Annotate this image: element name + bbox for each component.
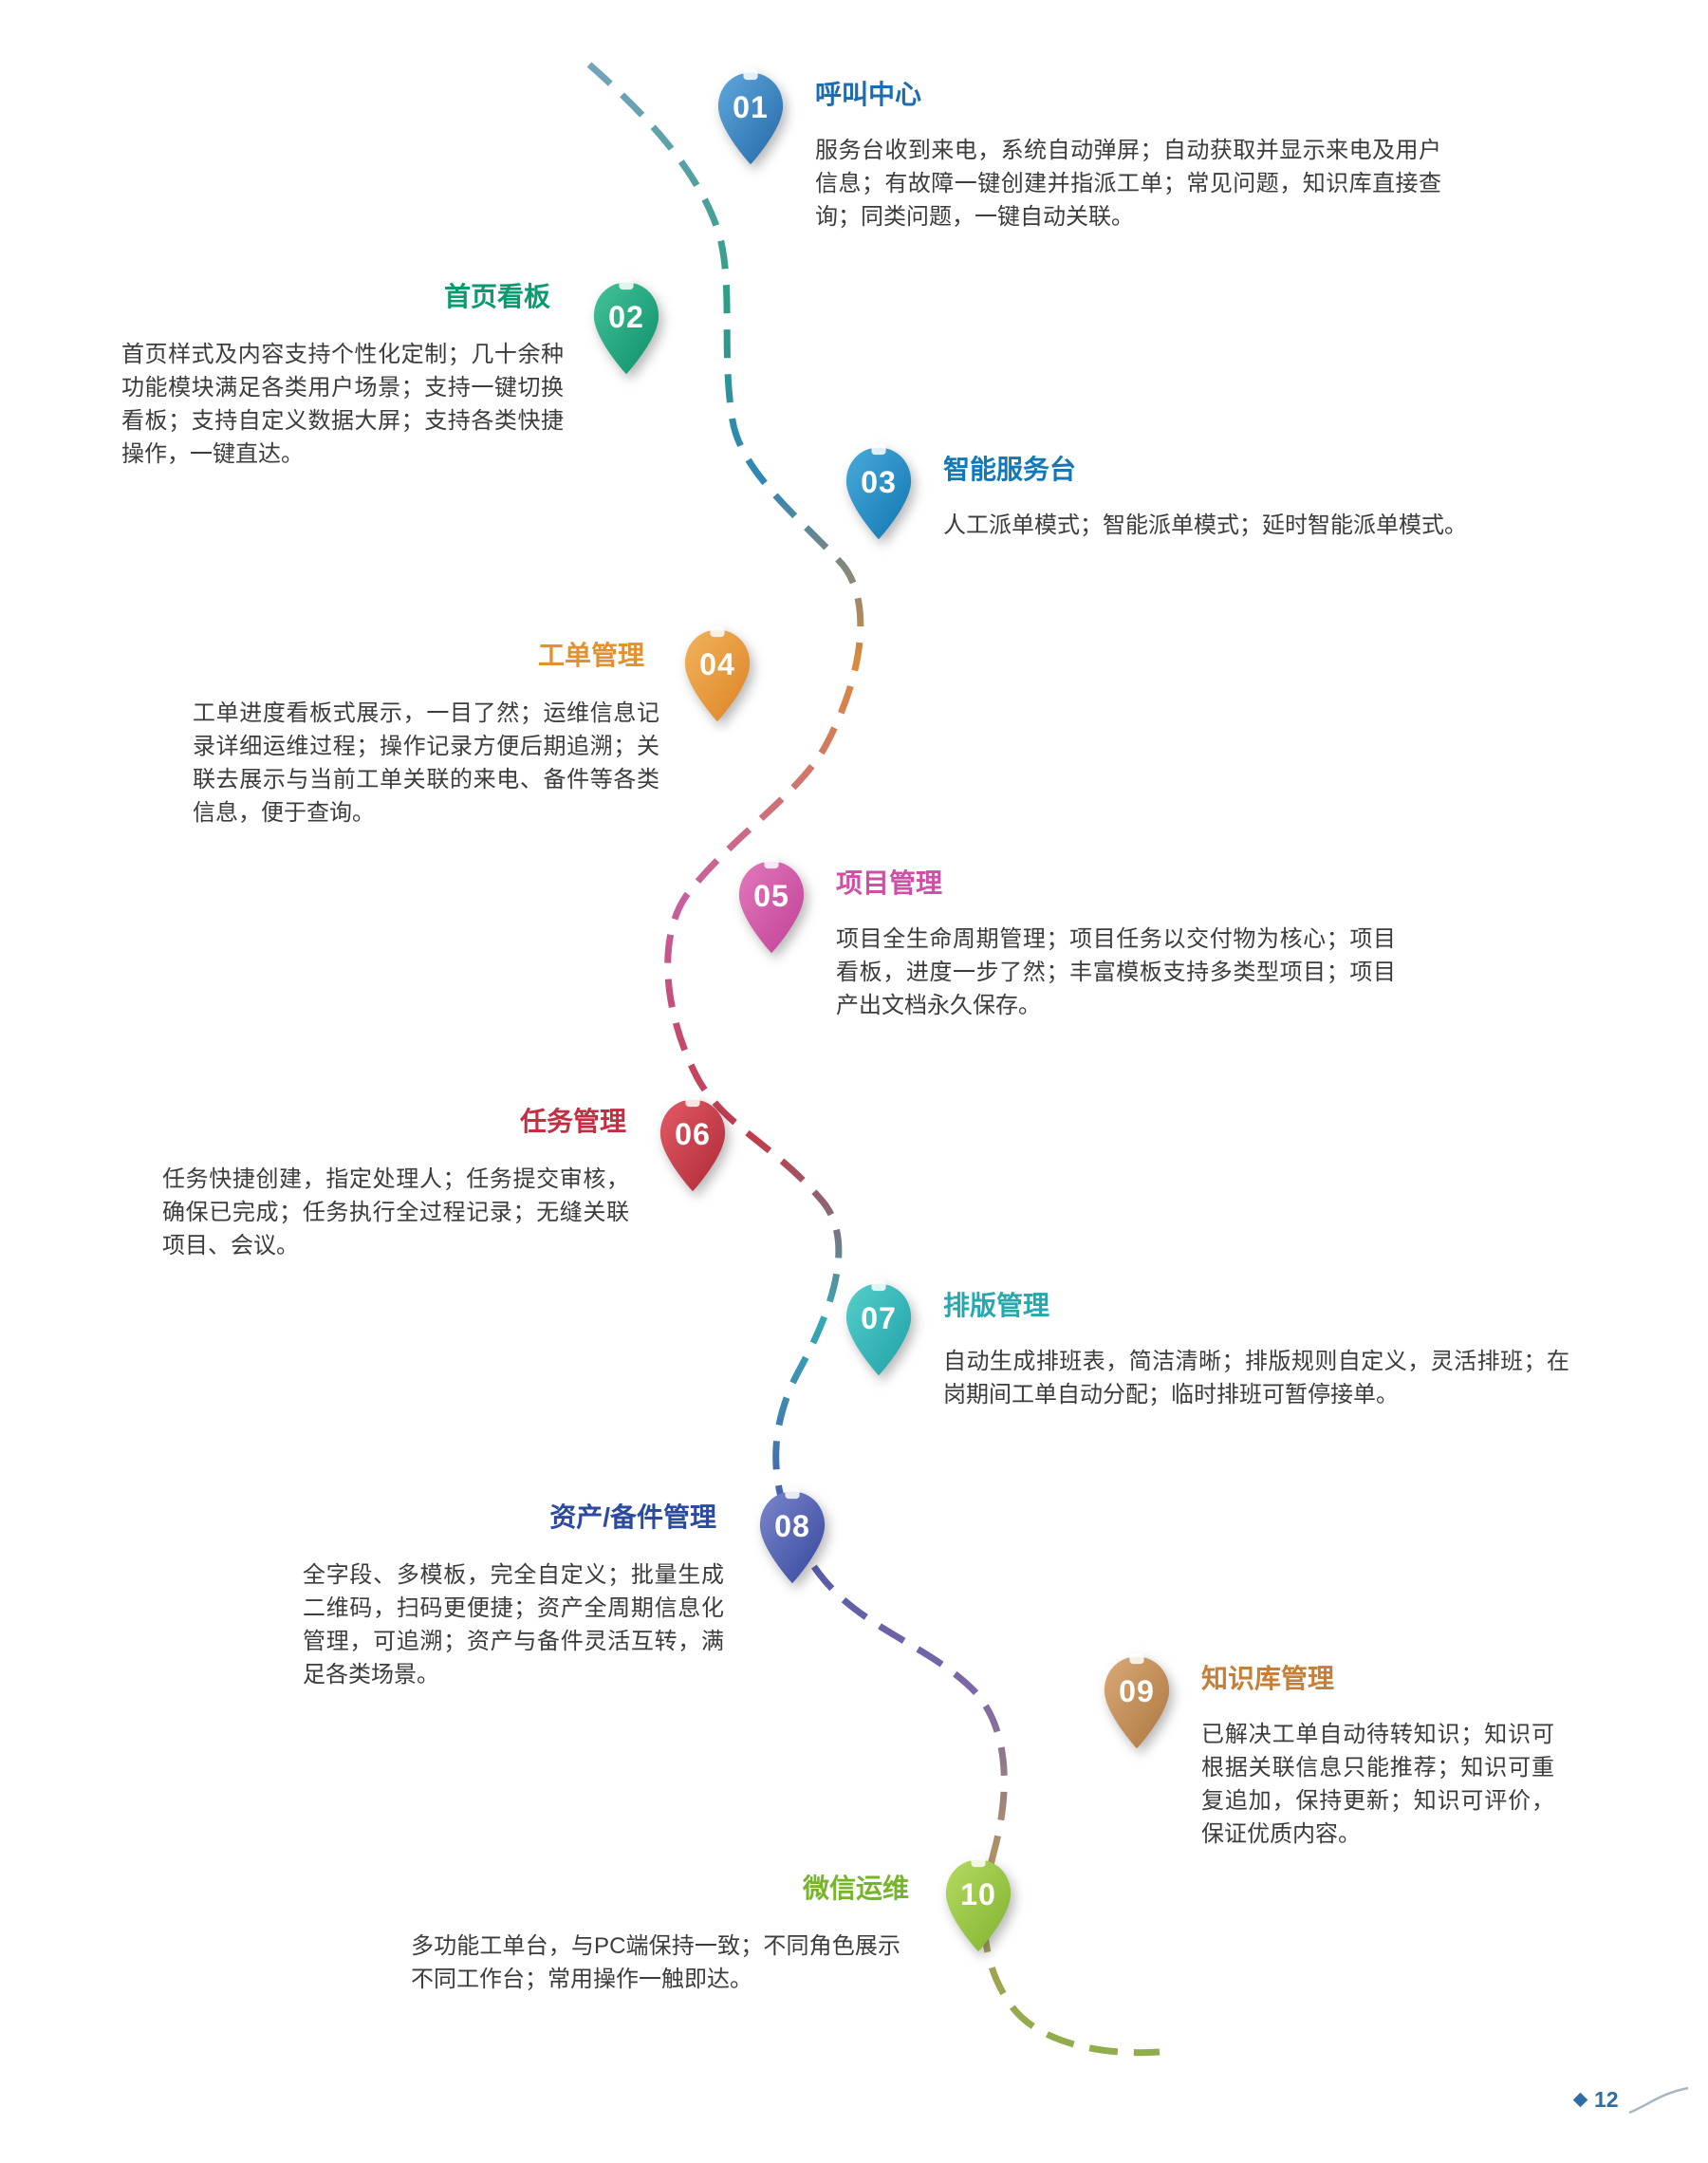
pin-number: 01 bbox=[733, 90, 769, 124]
feature-description: 项目全生命周期管理；项目任务以交付物为核心；项目看板，进度一步了然；丰富模板支持… bbox=[836, 926, 1396, 1018]
feature-description: 已解决工单自动待转知识；知识可根据关联信息只能推荐；知识可重复追加，保持更新；知… bbox=[1201, 1722, 1554, 1847]
feature-title: 微信运维 bbox=[802, 1874, 909, 1903]
pin-number: 07 bbox=[861, 1301, 897, 1335]
pin-number: 09 bbox=[1119, 1674, 1155, 1708]
feature-title: 任务管理 bbox=[519, 1107, 626, 1136]
feature-title: 智能服务台 bbox=[943, 455, 1077, 484]
feature-title: 首页看板 bbox=[443, 282, 550, 311]
feature-description: 工单进度看板式展示，一目了然；运维信息记录详细运维过程；操作记录方便后期追溯；关… bbox=[193, 700, 659, 826]
timeline-item-05: 05 项目管理 项目全生命周期管理；项目任务以交付物为核心；项目看板，进度一步了… bbox=[735, 854, 1396, 1022]
timeline-item-01: 01 呼叫中心 服务台收到来电，系统自动弹屏；自动获取并显示来电及用户信息；有故… bbox=[715, 65, 1441, 233]
pin-06-icon: 06 bbox=[657, 1092, 729, 1195]
timeline-item-08: 08 资产/备件管理 全字段、多模板，完全自定义；批量生成二维码，扫码更便捷；资… bbox=[303, 1487, 826, 1691]
pin-08-icon: 08 bbox=[756, 1484, 828, 1587]
pin-02-icon: 02 bbox=[590, 275, 662, 378]
pin-number: 06 bbox=[675, 1117, 711, 1151]
feature-description: 服务台收到来电，系统自动弹屏；自动获取并显示来电及用户信息；有故障一键创建并指派… bbox=[815, 138, 1441, 230]
pin-09-icon: 09 bbox=[1101, 1650, 1173, 1752]
footer-slash-line bbox=[1628, 2086, 1688, 2115]
feature-description: 自动生成排班表，简洁清晰；排版规则自定义，灵活排班；在岗期间工单自动分配；临时排… bbox=[943, 1349, 1569, 1408]
pin-number: 10 bbox=[960, 1877, 996, 1911]
feature-title: 工单管理 bbox=[537, 641, 644, 670]
timeline-item-04: 04 工单管理 工单进度看板式展示，一目了然；运维信息记录详细运维过程；操作记录… bbox=[193, 625, 751, 830]
pin-number: 04 bbox=[699, 647, 735, 681]
timeline-item-07: 07 排版管理 自动生成排班表，简洁清晰；排版规则自定义，灵活排班；在岗期间工单… bbox=[843, 1277, 1569, 1411]
feature-title: 资产/备件管理 bbox=[549, 1502, 716, 1532]
feature-description: 多功能工单台，与PC端保持一致；不同角色展示不同工作台；常用操作一触即达。 bbox=[411, 1933, 900, 1992]
pin-10-icon: 10 bbox=[942, 1853, 1014, 1955]
feature-title: 项目管理 bbox=[836, 868, 943, 898]
feature-description: 全字段、多模板，完全自定义；批量生成二维码，扫码更便捷；资产全周期信息化管理，可… bbox=[303, 1562, 724, 1688]
pin-04-icon: 04 bbox=[681, 623, 753, 725]
page-number: 12 bbox=[1594, 2086, 1619, 2112]
pin-05-icon: 05 bbox=[735, 854, 808, 957]
feature-description: 人工派单模式；智能派单模式；延时智能派单模式。 bbox=[943, 513, 1467, 538]
timeline-item-02: 02 首页看板 首页样式及内容支持个性化定制；几十余种功能模块满足各类用户场景；… bbox=[121, 278, 659, 471]
feature-description: 首页样式及内容支持个性化定制；几十余种功能模块满足各类用户场景；支持一键切换看板… bbox=[121, 342, 564, 467]
timeline-item-10: 10 微信运维 多功能工单台，与PC端保持一致；不同角色展示不同工作台；常用操作… bbox=[411, 1855, 1012, 1996]
feature-title: 呼叫中心 bbox=[815, 80, 922, 109]
curve-path bbox=[586, 62, 1160, 2057]
pin-number: 08 bbox=[774, 1509, 810, 1543]
timeline-item-06: 06 任务管理 任务快捷创建，指定处理人；任务提交审核，确保已完成；任务执行全过… bbox=[162, 1095, 726, 1262]
feature-title: 排版管理 bbox=[943, 1291, 1050, 1320]
pin-03-icon: 03 bbox=[843, 440, 915, 543]
feature-description: 任务快捷创建，指定处理人；任务提交审核，确保已完成；任务执行全过程记录；无缝关联… bbox=[162, 1166, 629, 1259]
pin-01-icon: 01 bbox=[715, 65, 787, 168]
diamond-icon bbox=[1572, 2092, 1588, 2107]
pin-number: 02 bbox=[608, 300, 644, 334]
feature-title: 知识库管理 bbox=[1201, 1664, 1335, 1693]
pin-number: 03 bbox=[861, 465, 897, 499]
pin-number: 05 bbox=[753, 879, 789, 913]
page-footer: 12 bbox=[1572, 2084, 1692, 2115]
pin-07-icon: 07 bbox=[843, 1277, 915, 1379]
timeline-item-03: 03 智能服务台 人工派单模式；智能派单模式；延时智能派单模式。 bbox=[843, 440, 1708, 543]
timeline-item-09: 09 知识库管理 已解决工单自动待转知识；知识可根据关联信息只能推荐；知识可重复… bbox=[1101, 1650, 1554, 1851]
